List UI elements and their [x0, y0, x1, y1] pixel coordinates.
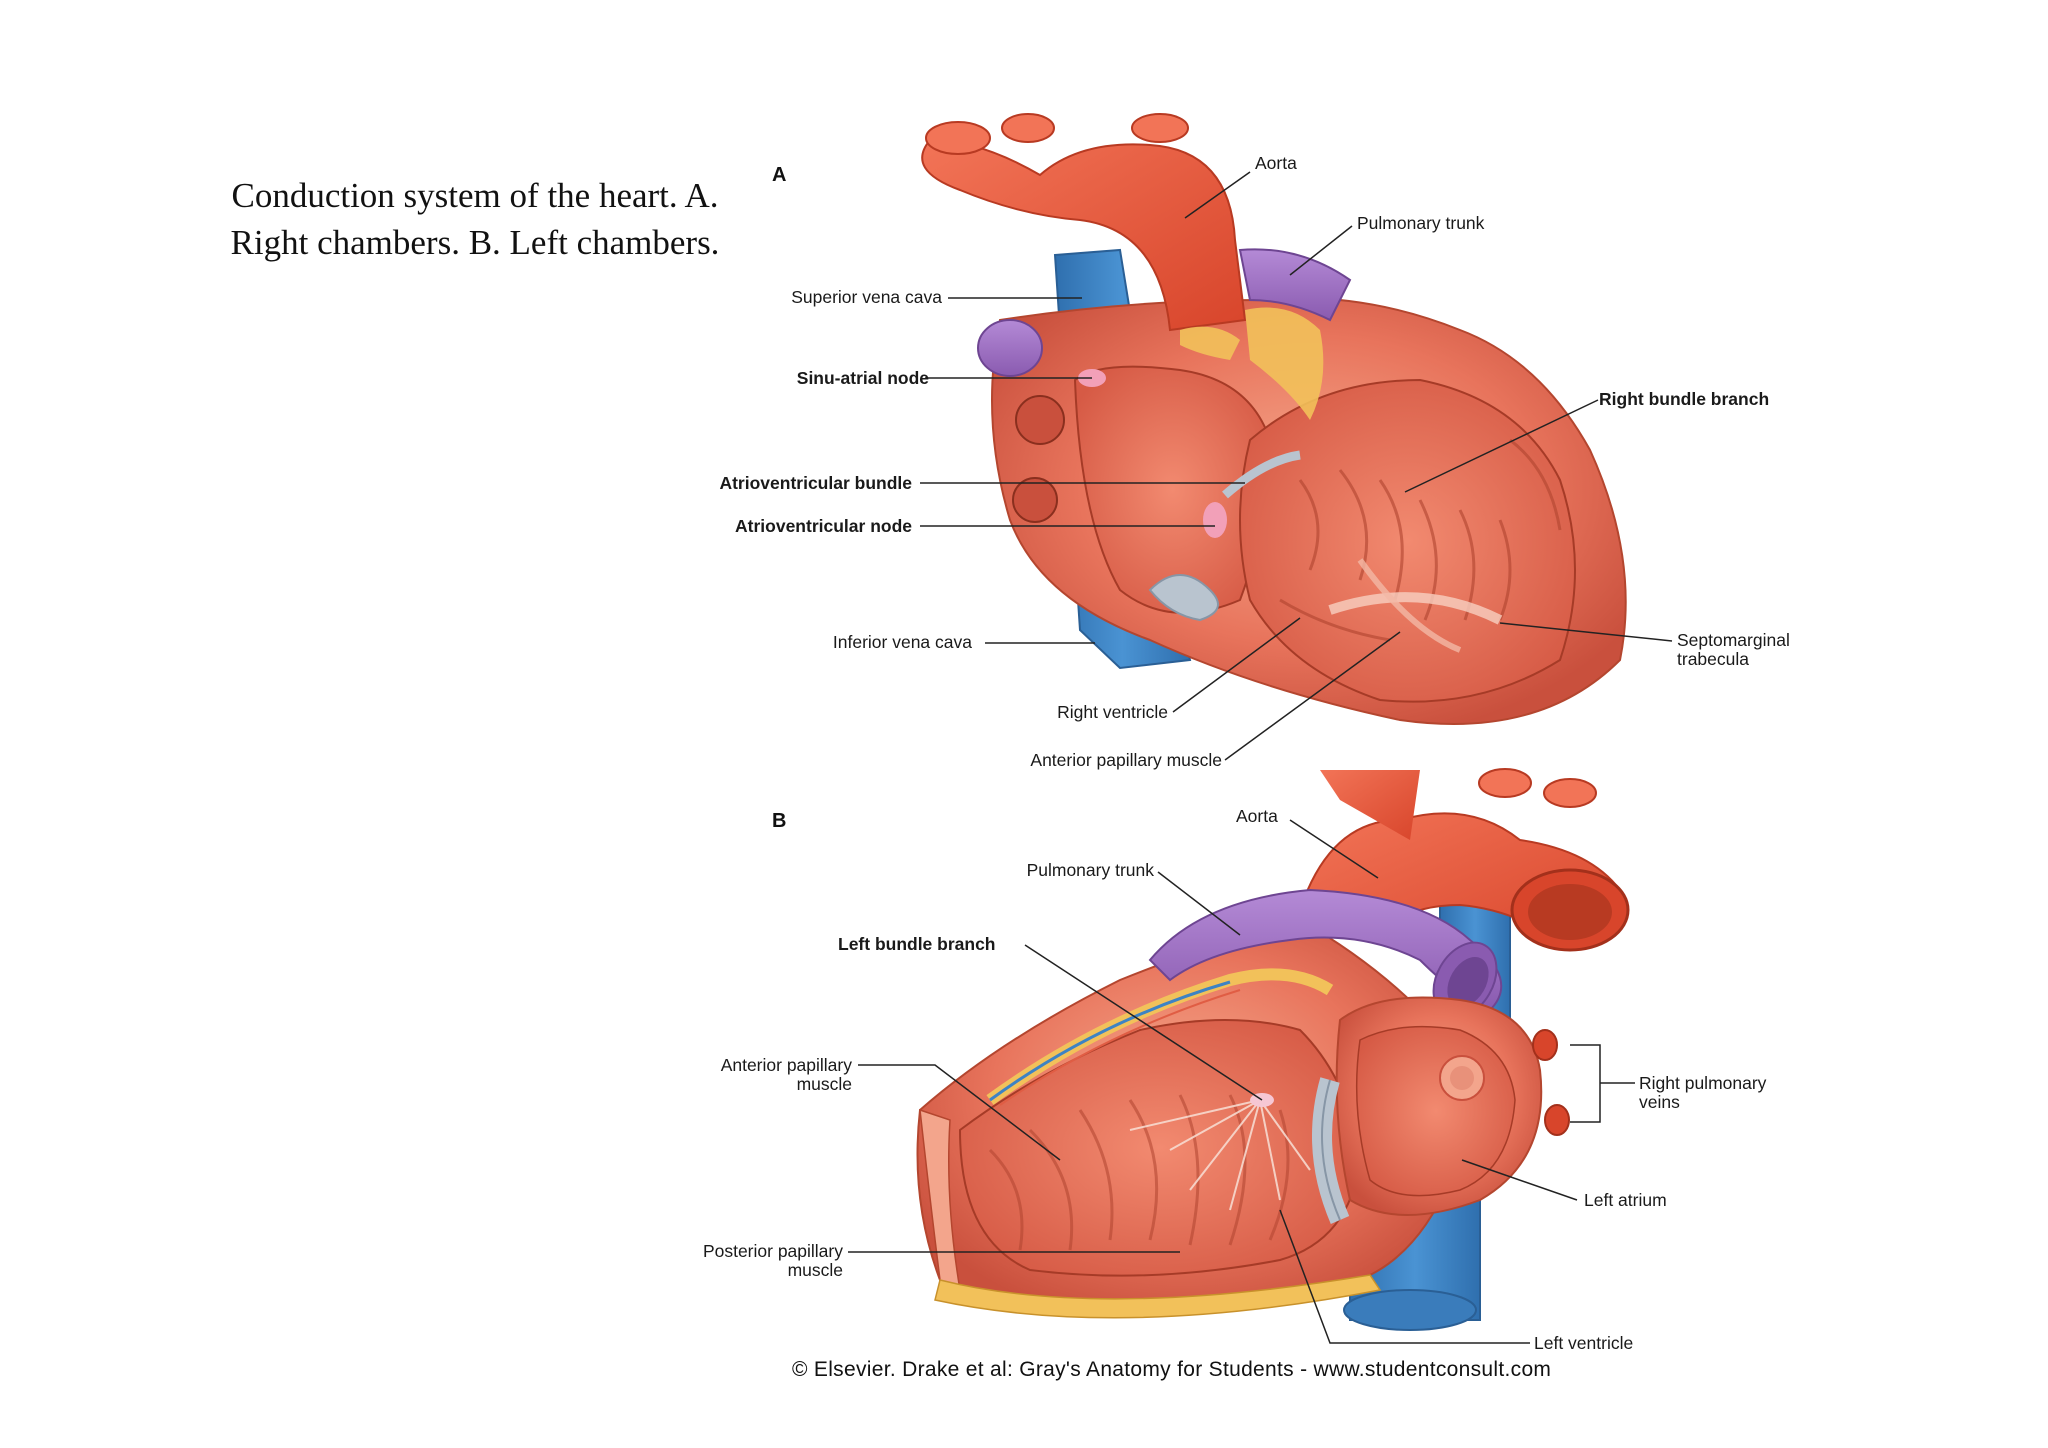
label-anterior-papillary-1: Anterior papillary: [720, 1055, 852, 1075]
av-node: [1203, 502, 1227, 538]
panel-b-letter: B: [772, 810, 787, 832]
copyright-line: © Elsevier. Drake et al: Gray's Anatomy …: [792, 1358, 1552, 1381]
label-atrioventricular-node: Atrioventricular node: [735, 516, 912, 536]
label-right-bundle-branch: Right bundle branch: [1599, 389, 1770, 409]
label-right-pulmonary-veins-1: Right pulmonary: [1639, 1073, 1767, 1093]
label-septomarginal-1: Septomarginal: [1677, 630, 1790, 650]
label-aorta-a: Aorta: [1255, 153, 1297, 173]
panel-a-heart: [921, 113, 1627, 725]
label-inferior-vena-cava: Inferior vena cava: [832, 632, 972, 652]
label-pulmonary-trunk-a: Pulmonary trunk: [1357, 213, 1485, 233]
label-posterior-papillary-1: Posterior papillary: [702, 1241, 843, 1261]
label-septomarginal-2: trabecula: [1677, 649, 1749, 669]
label-superior-vena-cava: Superior vena cava: [791, 287, 942, 307]
label-left-ventricle: Left ventricle: [1534, 1333, 1634, 1353]
label-pulmonary-trunk-b: Pulmonary trunk: [1026, 860, 1154, 880]
panel-a-leaders: [920, 171, 1673, 761]
figure-caption: Conduction system of the heart. A. Right…: [230, 176, 720, 262]
label-atrioventricular-bundle: Atrioventricular bundle: [719, 473, 912, 493]
label-posterior-papillary-2: muscle: [787, 1260, 843, 1280]
pulmonary-trunk-a: [1238, 248, 1352, 322]
label-sinu-atrial-node: Sinu-atrial node: [796, 368, 929, 388]
label-left-atrium: Left atrium: [1584, 1190, 1667, 1210]
label-anterior-papillary-muscle-a: Anterior papillary muscle: [1030, 750, 1222, 770]
panel-a-letter: A: [772, 164, 787, 186]
label-aorta-b: Aorta: [1236, 806, 1278, 826]
panel-b-leaders: [848, 819, 1635, 1344]
label-right-ventricle: Right ventricle: [1057, 702, 1168, 722]
pulmonary-trunk-b: [1148, 888, 1503, 1012]
label-left-bundle-branch: Left bundle branch: [838, 934, 996, 954]
panel-b-heart: [916, 768, 1630, 1331]
label-right-pulmonary-veins-2: veins: [1639, 1092, 1680, 1112]
label-anterior-papillary-2: muscle: [796, 1074, 852, 1094]
